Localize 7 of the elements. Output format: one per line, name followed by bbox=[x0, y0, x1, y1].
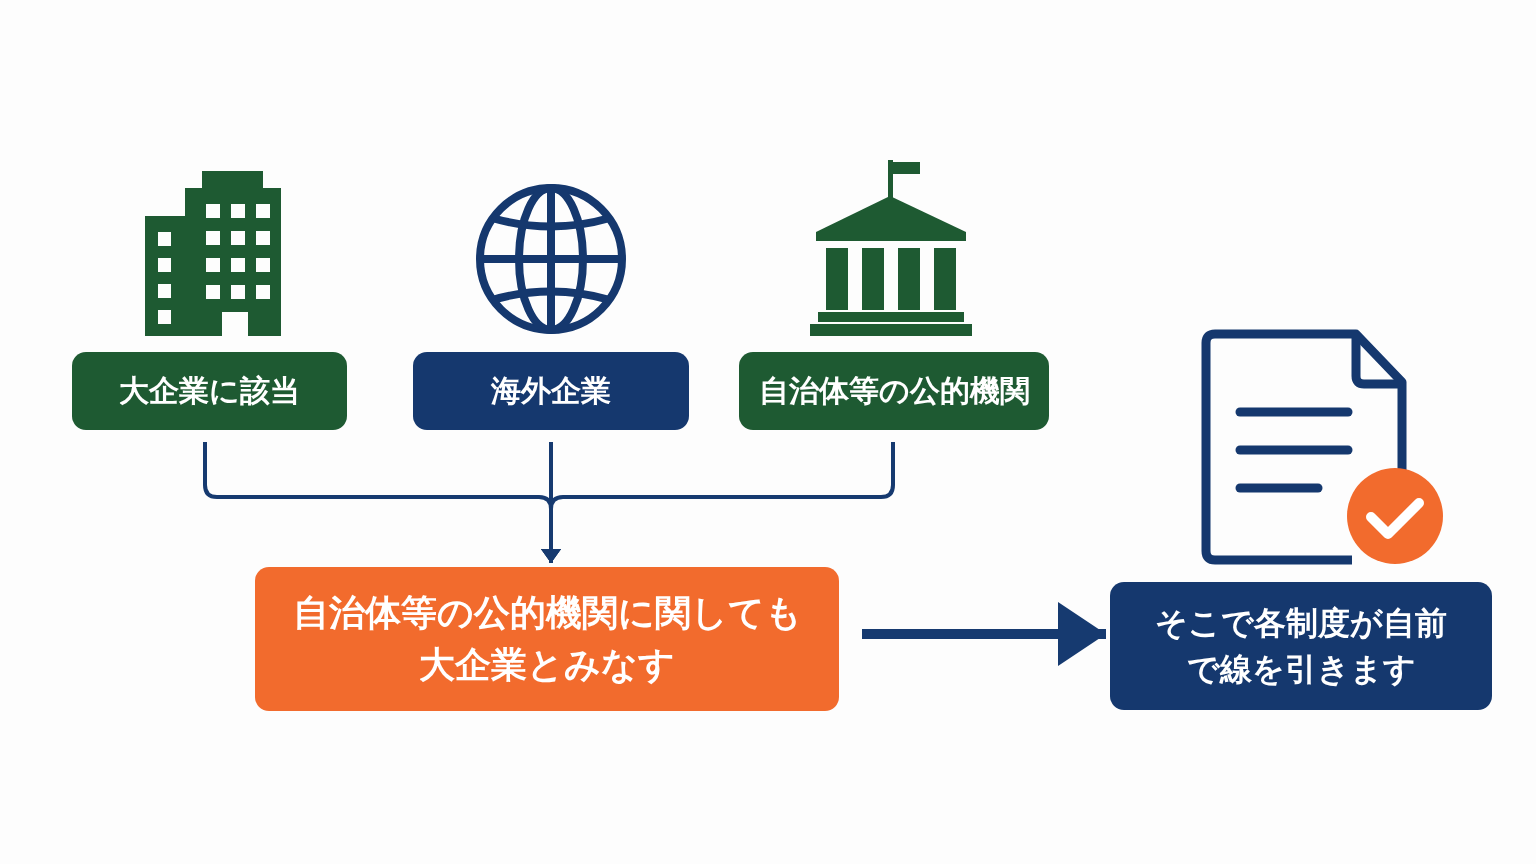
category-box: 大企業に該当 bbox=[72, 352, 347, 430]
result-box: そこで各制度が自前で線を引きます bbox=[1110, 582, 1492, 710]
category-box: 海外企業 bbox=[413, 352, 689, 430]
arrow bbox=[862, 602, 1106, 666]
result-box: 自治体等の公的機関に関しても大企業とみなす bbox=[255, 567, 839, 711]
arrow bbox=[541, 442, 895, 563]
category-box: 自治体等の公的機関 bbox=[739, 352, 1049, 430]
